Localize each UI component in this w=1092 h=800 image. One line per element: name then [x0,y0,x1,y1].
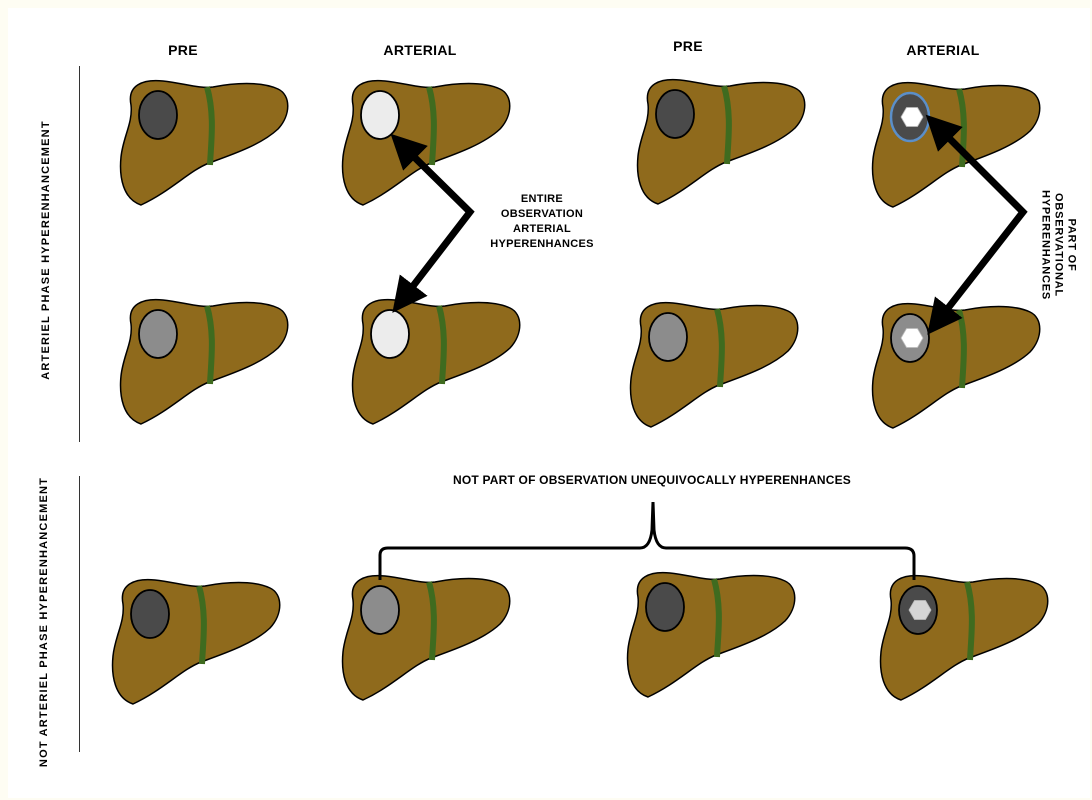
liver-r3-art-b [881,576,1048,700]
liver-r3-pre-a [113,580,280,704]
liver-r2-art-a [353,300,520,424]
observation-mid [649,313,687,361]
liver-r2-pre-b [631,303,798,427]
observation-mid [139,310,177,358]
liver-r2-pre-a [121,300,288,424]
liver-r3-pre-b [628,573,795,697]
annotation-entire: ENTIRE OBSERVATION ARTERIAL HYPERENHANCE… [490,192,594,252]
caption-not-part: NOT PART OF OBSERVATION UNEQUIVOCALLY HY… [453,473,851,487]
observation-dark [131,590,169,638]
observation-mid [361,586,399,634]
liver-r1-pre-a [121,81,288,205]
annotation-part: PART OF OBSERVATIONAL HYPERENHANCES [1039,190,1078,300]
liver-r1-pre-b [638,80,805,204]
liver-r3-art-a [343,576,510,700]
liver-r2-art-b [873,304,1040,428]
observation-dark [656,90,694,138]
bracket-not-part [380,502,914,580]
observation-light [361,91,399,139]
observation-light [371,310,409,358]
observation-dark [646,583,684,631]
liver-r1-art-a [343,81,510,205]
observation-dark [139,91,177,139]
